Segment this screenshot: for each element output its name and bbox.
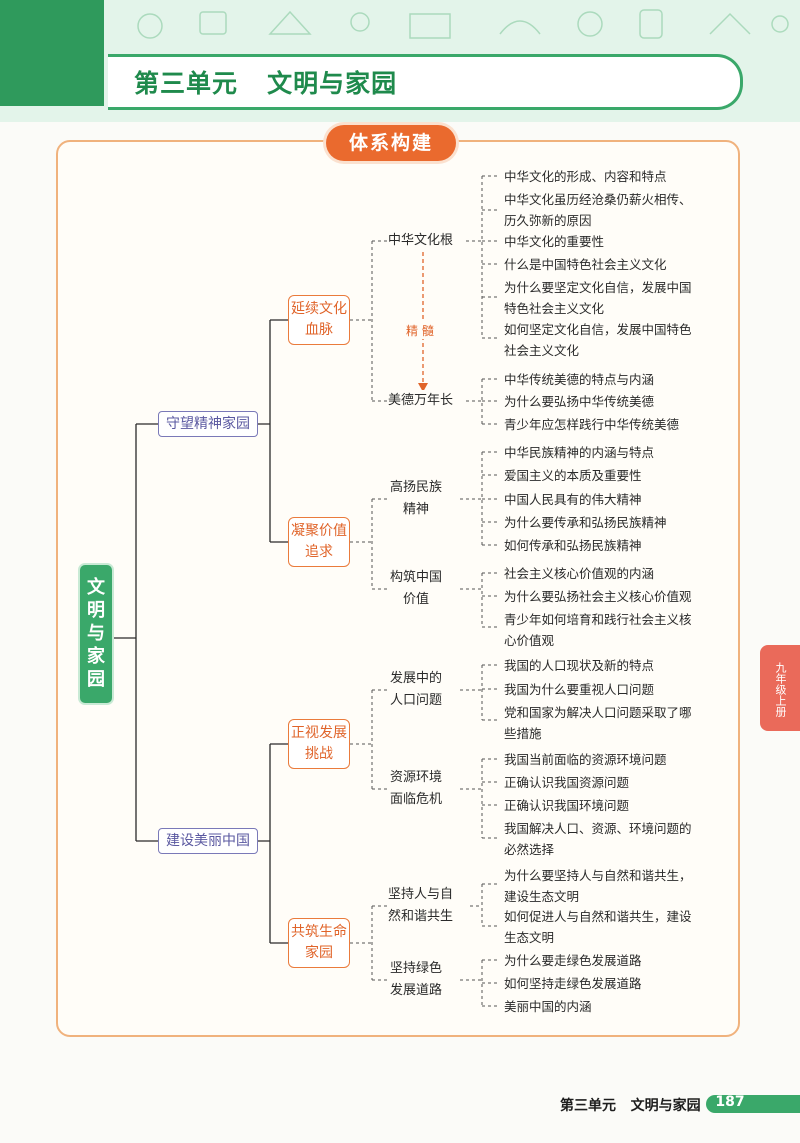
leaf: 青少年应怎样践行中华传统美德 (504, 417, 680, 432)
leaf: 中华文化的形成、内容和特点 (504, 169, 667, 184)
topic-meide: 美德万年长 (388, 390, 454, 412)
side-tab-label: 九年级上册 (774, 661, 787, 717)
unit-title: 第三单元 文明与家园 (134, 69, 398, 98)
topic-renkou: 发展中的 人口问题 (390, 668, 443, 712)
leaf: 中华文化虽历经沧桑仍薪火相传、 历久弥新的原因 (504, 192, 692, 228)
topic-hexie: 坚持人与自 然和谐共生 (388, 884, 454, 928)
label-jingsui: 精 髓 (406, 322, 434, 339)
node-zhengshi-line2: 挑战 (305, 746, 333, 762)
footer-page-tab (706, 1095, 800, 1113)
header-title-bar (108, 54, 743, 110)
leaf: 我国为什么要重视人口问题 (504, 682, 655, 697)
leaf: 美丽中国的内涵 (504, 999, 592, 1014)
node-zhengshi-line1: 正视发展 (291, 725, 347, 741)
node-gongzhu: 共筑生命 家园 (288, 918, 350, 968)
leaf: 中国人民具有的伟大精神 (504, 492, 642, 507)
leaf: 如何传承和弘扬民族精神 (504, 538, 642, 553)
topic-lvse: 坚持绿色 发展道路 (390, 958, 443, 1002)
leaf: 爱国主义的本质及重要性 (504, 468, 642, 483)
node-gongzhu-line1: 共筑生命 (291, 924, 347, 940)
leaf: 为什么要坚定文化自信，发展中国 特色社会主义文化 (504, 280, 692, 316)
leaf: 党和国家为解决人口问题采取了哪 些措施 (504, 705, 692, 741)
topic-ziyuan: 资源环境 面临危机 (390, 767, 443, 811)
leaf: 为什么要弘扬社会主义核心价值观 (504, 589, 692, 604)
topic-minzu: 高扬民族 精神 (390, 477, 443, 521)
leaf: 我国当前面临的资源环境问题 (504, 752, 667, 767)
node-yanxu: 延续文化 血脉 (288, 295, 350, 345)
leaf: 如何坚定文化自信，发展中国特色 社会主义文化 (504, 322, 692, 358)
node-ningju-line1: 凝聚价值 (291, 523, 347, 539)
footer-unit-title: 第三单元 文明与家园 (560, 1098, 701, 1114)
leaf: 青少年如何培育和践行社会主义核 心价值观 (504, 612, 692, 648)
page-number: 187 (715, 1094, 745, 1110)
header-accent-block (0, 0, 104, 106)
section-badge: 体系构建 (326, 125, 456, 161)
leaf: 为什么要走绿色发展道路 (504, 953, 642, 968)
leaf: 为什么要弘扬中华传统美德 (504, 394, 655, 409)
leaf: 中华民族精神的内涵与特点 (504, 445, 655, 460)
leaf: 如何促进人与自然和谐共生，建设 生态文明 (504, 909, 692, 945)
node-yanxu-line1: 延续文化 (291, 301, 347, 317)
leaf: 为什么要传承和弘扬民族精神 (504, 515, 667, 530)
node-zhengshi: 正视发展 挑战 (288, 719, 350, 769)
leaf: 中华文化的重要性 (504, 234, 605, 249)
leaf: 如何坚持走绿色发展道路 (504, 976, 642, 991)
node-ningju: 凝聚价值 追求 (288, 517, 350, 567)
node-shouwang: 守望精神家园 (158, 411, 258, 437)
node-jianshe: 建设美丽中国 (158, 828, 258, 854)
leaf: 我国解决人口、资源、环境问题的 必然选择 (504, 821, 692, 857)
side-tab (760, 645, 800, 731)
leaf: 社会主义核心价值观的内涵 (504, 566, 655, 581)
node-gongzhu-line2: 家园 (305, 945, 333, 961)
leaf: 正确认识我国环境问题 (504, 798, 630, 813)
topic-wenhua-gen: 中华文化根 (388, 230, 454, 252)
leaf: 中华传统美德的特点与内涵 (504, 372, 655, 387)
leaf: 什么是中国特色社会主义文化 (504, 257, 667, 272)
topic-jiazhi: 构筑中国 价值 (390, 567, 443, 611)
leaf: 正确认识我国资源问题 (504, 775, 630, 790)
leaf: 为什么要坚持人与自然和谐共生， 建设生态文明 (504, 868, 692, 904)
node-yanxu-line2: 血脉 (305, 322, 333, 338)
leaf: 我国的人口现状及新的特点 (504, 658, 655, 673)
node-ningju-line2: 追求 (305, 544, 333, 560)
header-decoration (137, 9, 789, 39)
root-node: 文明与家园 (78, 563, 114, 705)
